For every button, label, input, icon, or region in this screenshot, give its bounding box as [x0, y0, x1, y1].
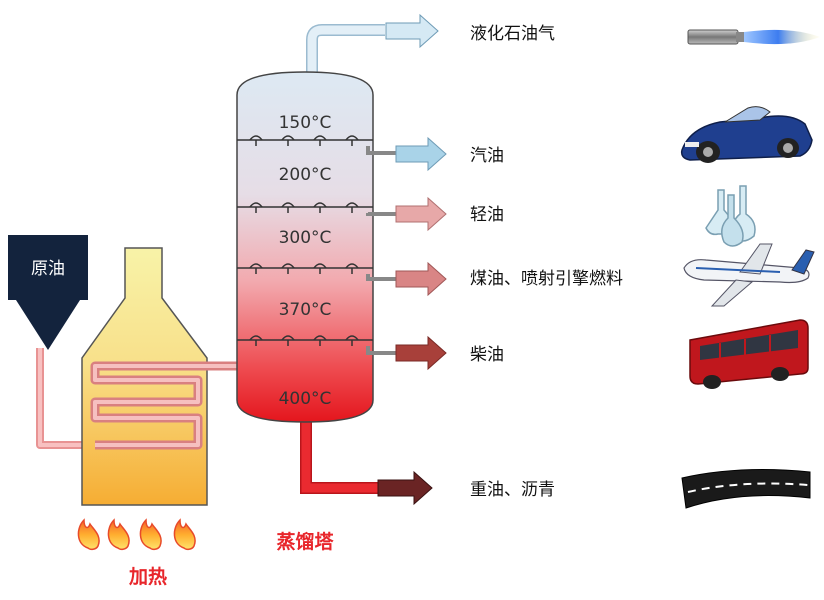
- crude-box: [8, 235, 88, 300]
- arrow-gasoline: [395, 136, 447, 172]
- residue-pipe: [301, 418, 378, 493]
- product-label: 液化石油气: [470, 24, 555, 44]
- temperature-label: 370°C: [279, 300, 332, 320]
- temperature-label: 200°C: [279, 165, 332, 185]
- flame-icon: [139, 518, 162, 551]
- temperature-label: 400°C: [279, 389, 332, 409]
- heating-label: 加热: [128, 565, 167, 588]
- arrow-light-oil: [395, 196, 447, 232]
- bus-icon: [689, 319, 809, 389]
- side-outlets: [366, 146, 396, 355]
- product-label: 汽油: [470, 146, 504, 166]
- residue-pipe-outline: [300, 418, 378, 494]
- lpg-pipe: [307, 25, 385, 88]
- product-label: 轻油: [470, 205, 504, 225]
- arrow-diesel: [395, 335, 447, 371]
- temperature-label: 150°C: [279, 113, 332, 133]
- sports-car-icon: [680, 106, 813, 163]
- arrow-kerosene: [395, 261, 447, 297]
- flame-icon: [77, 518, 100, 551]
- asphalt-road-icon: [681, 469, 811, 509]
- furnace: [81, 247, 240, 506]
- lab-flasks-icon: [705, 185, 756, 247]
- distillation-tower: 150°C 200°C 300°C 370°C 400°C: [236, 71, 374, 423]
- product-label: 柴油: [470, 345, 504, 365]
- product-arrows: [377, 13, 447, 506]
- airplane-icon: [683, 243, 815, 307]
- crude-label: 原油: [31, 259, 65, 279]
- arrow-heavy-oil: [377, 470, 433, 506]
- temperature-label: 300°C: [279, 228, 332, 248]
- flame-icon: [107, 518, 130, 551]
- crude-arrow: [16, 300, 80, 350]
- burner-flames: [77, 518, 196, 551]
- product-label: 煤油、喷射引擎燃料: [470, 269, 623, 289]
- arrow-lpg: [385, 13, 439, 49]
- gas-burner-icon: [687, 29, 820, 45]
- tower-shell: [236, 71, 374, 423]
- crude-oil-inlet: 原油: [8, 235, 88, 350]
- tower-trays: [237, 135, 373, 346]
- product-label: 重油、沥青: [470, 480, 555, 500]
- tower-label: 蒸馏塔: [276, 530, 334, 553]
- flame-icon: [173, 518, 196, 551]
